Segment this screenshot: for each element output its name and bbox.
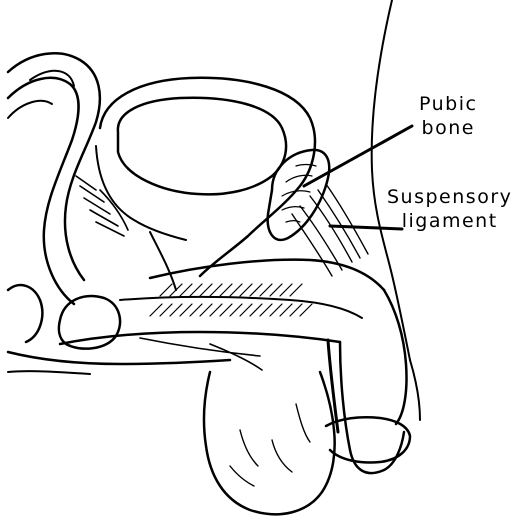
thigh-outline	[8, 360, 420, 420]
penile-bulb-outline	[59, 296, 120, 349]
scrotum-outline	[204, 372, 335, 514]
seminal-vesicle-hatching	[76, 176, 128, 236]
scrotum-detail	[230, 404, 310, 486]
pubic-bone-label-line2: bone	[419, 116, 477, 140]
abdominal-wall-outline	[372, 0, 410, 360]
pubic-bone-label-line1: Pubic	[419, 92, 477, 116]
penis-outline	[340, 290, 407, 473]
bladder-inner-outline	[118, 98, 286, 195]
pubic-bone-leader-line	[304, 126, 412, 186]
corpus-lines	[140, 338, 262, 370]
shaft-top-outline	[150, 260, 384, 290]
bladder-wall-line	[96, 146, 186, 290]
suspensory-ligament-label: Suspensory ligament	[387, 185, 512, 233]
pubic-bone-label: Pubic bone	[419, 92, 477, 140]
shaft-bottom-outline	[60, 332, 340, 344]
pubic-bone-texture	[282, 165, 316, 223]
bladder-outer-outline	[100, 78, 315, 276]
suspensory-ligament-label-line2: ligament	[387, 209, 512, 233]
pubic-bone-outline	[268, 150, 330, 240]
suspensory-ligament-label-line1: Suspensory	[387, 185, 512, 209]
